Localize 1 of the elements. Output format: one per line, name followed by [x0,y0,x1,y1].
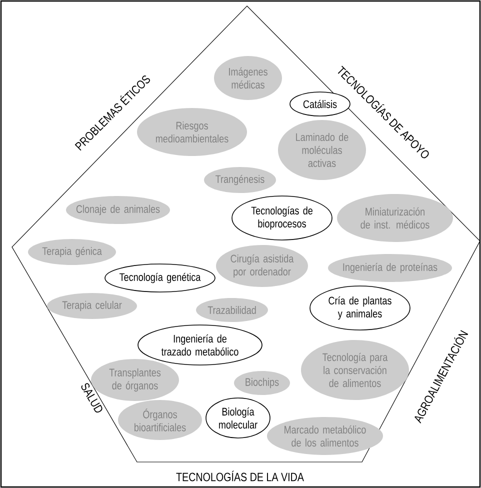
side-label: TECNOLOGÍAS DE LA VIDA [176,470,304,482]
